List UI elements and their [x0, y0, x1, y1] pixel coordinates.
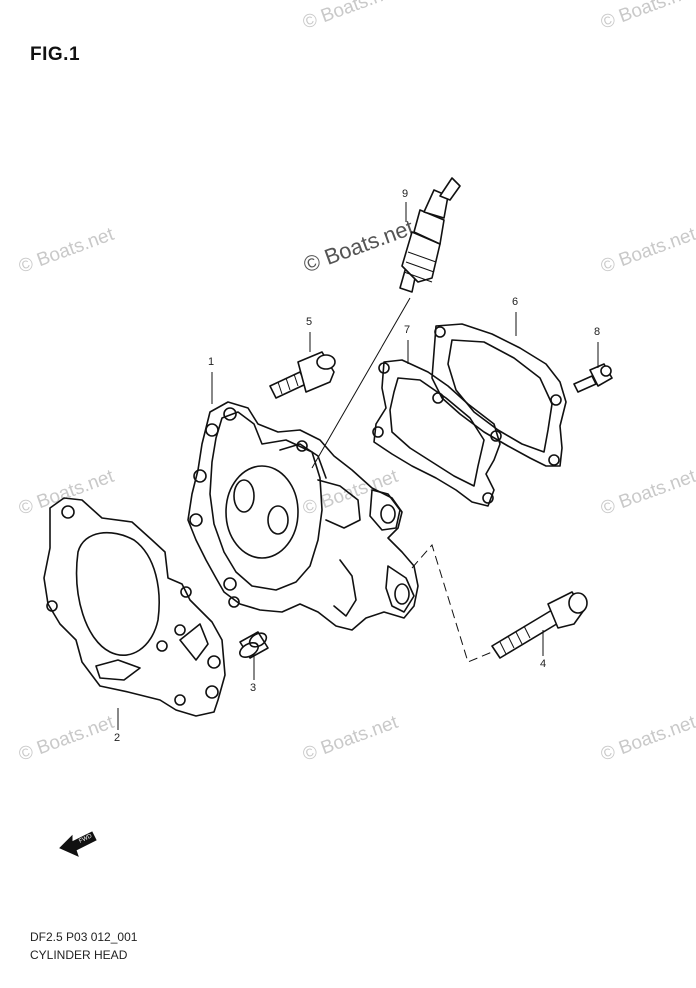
part-number: 5 — [306, 316, 313, 328]
long-bolt — [491, 591, 588, 659]
forward-arrow-icon: FWD — [59, 831, 97, 857]
part-number: 4 — [540, 658, 547, 670]
cover — [431, 323, 567, 467]
long-bolt-leader — [411, 543, 493, 663]
figure-code: DF2.5 P03 012_001 — [30, 930, 138, 944]
short-bolt — [269, 351, 336, 399]
cylinder-head-gasket — [43, 497, 226, 717]
part-number: 9 — [402, 188, 409, 200]
spark-plug — [399, 177, 461, 293]
small-bolt — [573, 363, 613, 393]
cylinder-head — [187, 401, 419, 631]
part-number: 8 — [594, 326, 601, 338]
figure-name: CYLINDER HEAD — [30, 948, 128, 962]
part-number: 3 — [250, 682, 257, 694]
part-number: 2 — [114, 732, 121, 744]
figure-title: FIG.1 — [30, 44, 81, 65]
spark-plug-leader — [311, 297, 411, 469]
part-number: 7 — [404, 324, 411, 336]
part-number: 1 — [208, 356, 215, 368]
cover-gasket — [372, 359, 502, 507]
part-number: 6 — [512, 296, 519, 308]
fwd-label: FWD — [78, 833, 94, 845]
dowel-pin — [239, 631, 269, 659]
